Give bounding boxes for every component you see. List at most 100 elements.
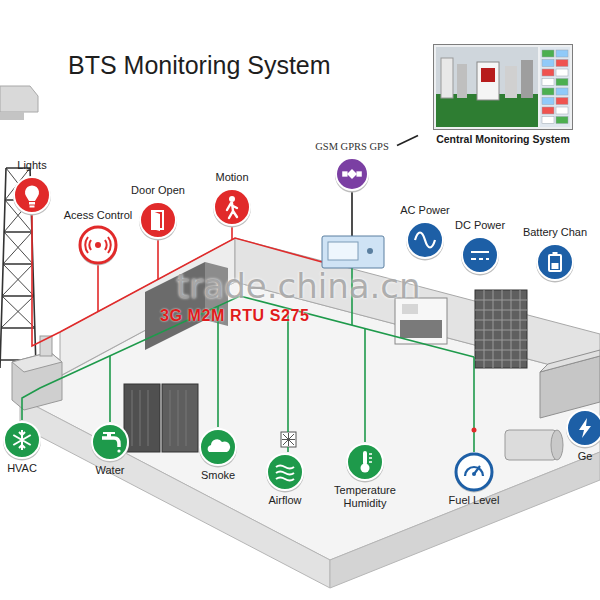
icon-circle-part (208, 439, 230, 452)
tower-lamp-part (0, 86, 38, 112)
screen-image-part (556, 50, 568, 57)
screen-image-part (556, 69, 568, 76)
node-label: Airflow (255, 494, 315, 507)
icon-circle-part (461, 238, 499, 276)
icon-circle-part (14, 177, 50, 213)
icon-circle-part-part (471, 252, 489, 259)
icon-circle-part (152, 211, 163, 231)
node-label: GSM GPRS GPS (307, 140, 397, 153)
tower-lamp (0, 86, 38, 120)
sensor-icon: Airflow (255, 451, 315, 509)
equipment-cabinet-part (124, 384, 160, 452)
label-block: Acess Control (53, 209, 143, 222)
icon-circle (459, 234, 501, 276)
icon-circle-part (407, 222, 443, 258)
icon-circle-part (537, 244, 573, 280)
icon-circle-part (3, 423, 41, 461)
sensor-icon: Acess Control (53, 209, 143, 267)
sensor-icon: Water (80, 421, 140, 479)
node-label: Smoke (188, 469, 248, 482)
screen-image-part (556, 98, 568, 105)
icon-circle (197, 426, 239, 468)
icon-circle-part-part (30, 206, 35, 208)
screen-image-part (542, 107, 554, 114)
fuel-tank-part (551, 430, 563, 460)
icon-circle (453, 451, 495, 493)
icon-circle-part (347, 444, 383, 480)
label-block: Motion (202, 171, 262, 184)
sensor-icon: Lights (2, 159, 62, 217)
screen-image-part (556, 88, 568, 95)
node-label: Door Open (123, 184, 193, 197)
icon-circle-part (471, 252, 489, 259)
icon-circle-part (455, 455, 493, 493)
icon-circle-part-part (465, 467, 483, 476)
icon-circle-part-part (13, 430, 30, 450)
icon-circle (77, 224, 119, 266)
node-label: Battery Chan (510, 226, 600, 239)
icon-circle (11, 174, 53, 216)
icon-circle-part (465, 466, 483, 476)
icon-circle-part-part (356, 171, 361, 176)
icon-circle-part (13, 430, 30, 450)
screen-image-part (505, 66, 517, 98)
screen-image-part (540, 47, 570, 127)
node-label: Ge (570, 450, 600, 463)
icon-circle-part (227, 196, 237, 218)
screen-image-part (436, 47, 538, 127)
tower-lamp-part (0, 112, 24, 120)
screen-image-part (542, 88, 554, 95)
node-label: HVAC (0, 462, 44, 475)
building-shell (20, 238, 600, 588)
equipment-cabinet-part (132, 390, 186, 446)
fan-symbol (281, 432, 296, 447)
rtu-device-part (328, 242, 358, 260)
fuel-tank (505, 430, 563, 460)
screen-image-part (542, 69, 554, 76)
icon-circle (564, 407, 600, 449)
icon-circle-part (335, 159, 369, 193)
icon-circle-part-part (85, 237, 111, 253)
icon-circle-part-part (361, 464, 370, 473)
icon-circle-part (102, 432, 121, 453)
icon-circle (534, 241, 576, 283)
icon-circle-part (266, 455, 304, 493)
icon-circle-part (80, 227, 116, 263)
label-block: Battery Chan (510, 226, 600, 239)
icon-circle-part-part (227, 203, 237, 218)
icon-circle-part-part (552, 263, 559, 269)
icon-circle-part (213, 190, 251, 228)
icon-circle-part (456, 454, 492, 490)
label-block: Airflow (255, 494, 315, 507)
screen-image-part (434, 45, 573, 130)
icon-circle (264, 451, 306, 493)
node-label: DC Power (445, 219, 515, 232)
icon-circle-part (91, 425, 129, 463)
icon-circle-part-part (102, 438, 119, 447)
battery-rack-part (475, 290, 527, 368)
sensor-icon: HVAC (0, 419, 44, 477)
battery-rack-part (475, 290, 527, 368)
generator-unit-part (540, 350, 600, 372)
icon-circle-part (415, 233, 435, 248)
icon-circle-part-part (549, 255, 561, 271)
watermark: trade.china.cn (176, 266, 421, 306)
sensor-icon: Motion (202, 171, 262, 229)
icon-circle-part (462, 237, 498, 273)
node-label: Acess Control (53, 209, 143, 222)
screen-image-part (542, 79, 554, 86)
icon-circle-part-part (579, 418, 591, 438)
icon-circle-part (79, 228, 117, 266)
rtu-device (322, 236, 384, 268)
screen-image-part (477, 62, 499, 100)
screen-image-part (556, 117, 568, 124)
sensor-icon: Fuel Level (439, 451, 509, 509)
hvac-unit-part (12, 352, 62, 372)
screen-image-part (457, 64, 467, 98)
icon-circle-part (346, 445, 384, 483)
icon-circle-part-part (363, 451, 367, 465)
node-label: Temperature Humidity (320, 484, 410, 510)
icon-circle-part-part (29, 202, 35, 205)
screen-image-part (556, 107, 568, 114)
